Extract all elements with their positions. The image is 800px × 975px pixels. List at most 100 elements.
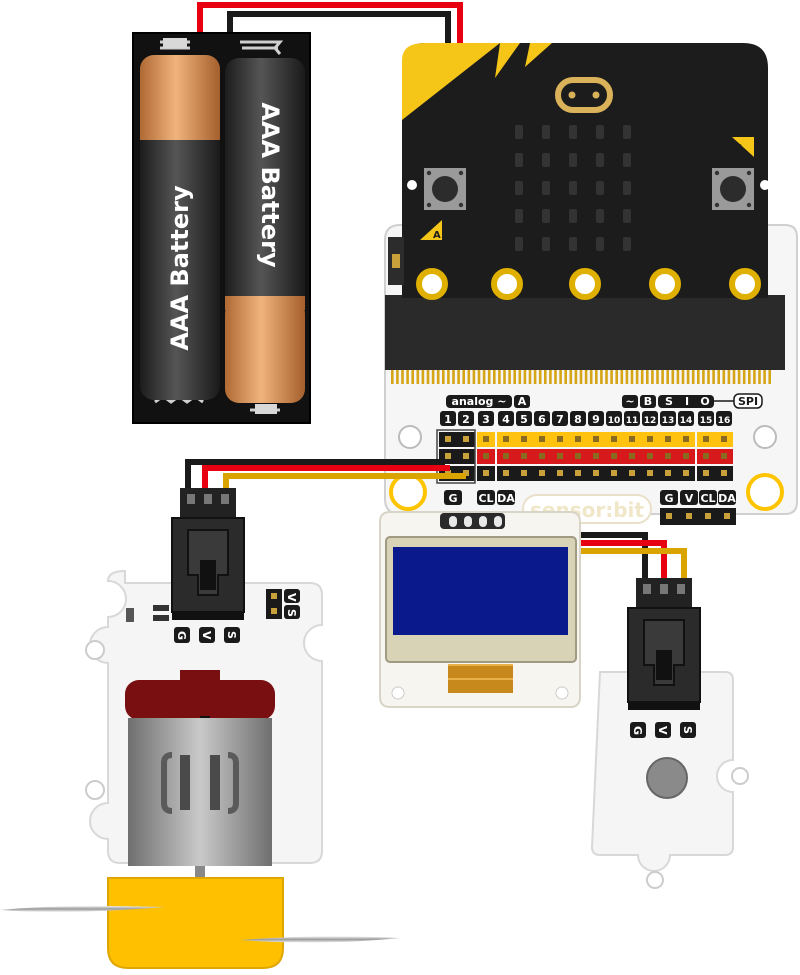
microbit-accent-stripe-1 [495, 43, 520, 78]
header-pin-contact [557, 453, 563, 459]
edge-pin [559, 370, 562, 384]
header-pin-contact [445, 436, 451, 442]
header-pin-contact [521, 453, 527, 459]
header-pin-contact [463, 436, 469, 442]
pin-number-badge [552, 411, 568, 426]
edge-pin [753, 370, 756, 384]
header-pin-contact [721, 436, 727, 442]
pin-number-8: 8 [574, 413, 582, 426]
edge-pin [396, 370, 399, 384]
pin-number-badge [534, 411, 550, 426]
pin-number-badge [570, 411, 586, 426]
label-spi: SPI [738, 395, 758, 408]
pin-number-1: 1 [444, 413, 452, 426]
edge-pin [676, 370, 680, 384]
mount-pad-left [389, 473, 427, 511]
pin-number-14: 14 [680, 416, 693, 426]
i2c-labels-left: G CL DA [444, 490, 515, 505]
led-1-1 [542, 153, 550, 167]
edge-pin [493, 370, 496, 384]
pin-group-labels: analog ~ A ~ B S I O SPI [446, 393, 763, 409]
label-a: A [518, 395, 527, 408]
pin-number-6: 6 [538, 413, 546, 426]
header-pin-contact [539, 436, 545, 442]
edge-pin [477, 370, 481, 384]
led-0-0 [515, 125, 523, 139]
pin-number-15: 15 [700, 416, 713, 426]
header-pin-contact [503, 453, 509, 459]
header-pin-contact [539, 453, 545, 459]
header-pin-contact [665, 436, 671, 442]
pin-number-badge [516, 411, 532, 426]
edge-pin [717, 370, 720, 384]
pin-number-5: 5 [520, 413, 528, 426]
i2c-right-da: DA [718, 492, 736, 505]
led-3-1 [542, 209, 550, 223]
edge-pin [533, 370, 537, 384]
edge-pin [518, 370, 522, 384]
motor-can [128, 718, 272, 866]
led-1-4 [623, 153, 631, 167]
edge-pin [554, 370, 557, 384]
header-pin-contact [721, 453, 727, 459]
edge-pin [513, 370, 516, 384]
edge-pin [487, 370, 491, 384]
oled-module [379, 511, 581, 708]
edge-pin [457, 370, 460, 384]
edge-pin [610, 370, 613, 384]
edge-pin [528, 370, 532, 384]
battery-cell-2: AAA Battery [225, 58, 305, 403]
label-i: I [685, 395, 689, 408]
header-pin-contact [503, 470, 509, 476]
edge-pin [681, 370, 685, 384]
button-a[interactable] [424, 168, 466, 210]
edge-pin [763, 370, 766, 384]
header-pin-contact [647, 436, 653, 442]
edge-pin [584, 370, 588, 384]
header-pin-contact [593, 453, 599, 459]
edge-pin [646, 370, 649, 384]
edge-pin [727, 370, 731, 384]
i2c-right-cl: CL [700, 492, 715, 505]
motor-gear-hub [107, 877, 284, 969]
pin-1-2-outline [436, 429, 476, 484]
pin-number-badge [478, 411, 494, 426]
propeller-blade-left [0, 906, 165, 912]
edge-pin [722, 370, 726, 384]
i2c-right-g: G [664, 492, 673, 505]
header-pin-contact [483, 470, 489, 476]
edge-pin [421, 370, 425, 384]
edge-pin [737, 370, 741, 384]
microbit-accent-stripe-2 [525, 43, 552, 67]
label-s: S [665, 395, 673, 408]
header-pin-contact [521, 436, 527, 442]
microbit-board: A B [388, 43, 770, 300]
pad-3v [649, 268, 681, 300]
led-4-0 [515, 237, 523, 251]
pin-number-3: 3 [482, 413, 490, 426]
led-4-1 [542, 237, 550, 251]
edge-pin [666, 370, 669, 384]
touch-sensor-pad[interactable] [646, 757, 688, 799]
i2c-labels-right: G V CL DA [660, 490, 736, 525]
edge-pin [467, 370, 471, 384]
header-pin-contact [629, 453, 635, 459]
led-1-0 [515, 153, 523, 167]
pin-number-badge [606, 411, 622, 426]
edge-pin [436, 370, 440, 384]
touch-pin-g: G [631, 726, 644, 735]
edge-pin [508, 370, 511, 384]
led-2-4 [623, 181, 631, 195]
pin-number-badge [458, 411, 474, 426]
pin-number-4: 4 [502, 413, 510, 426]
edge-pin [391, 370, 394, 384]
header-pin-contact [683, 453, 689, 459]
edge-pin [452, 370, 455, 384]
button-b-indicator [732, 137, 754, 157]
motor-connector [171, 488, 245, 620]
led-3-0 [515, 209, 523, 223]
pad-2 [569, 268, 601, 300]
button-b[interactable] [712, 168, 754, 210]
pin-number-badge [440, 411, 456, 426]
